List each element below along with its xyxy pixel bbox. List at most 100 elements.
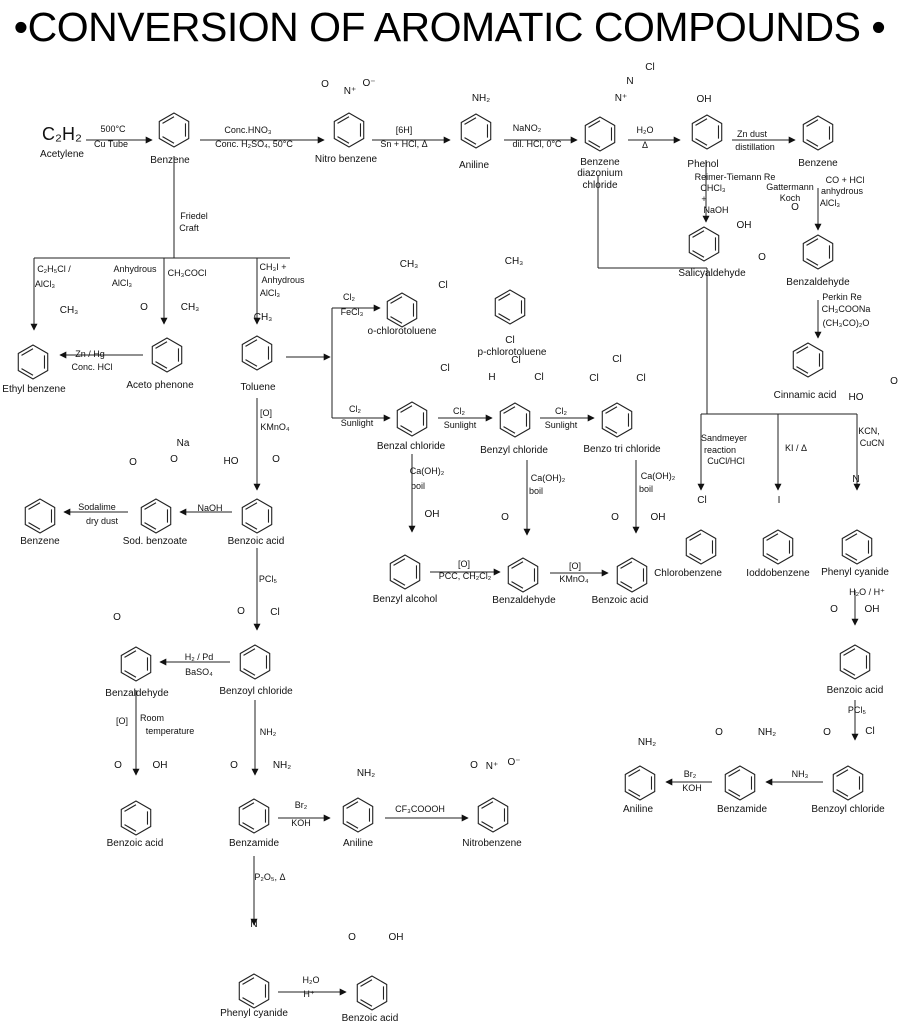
compound-label-sodbenz: Sod. benzoate <box>123 536 188 547</box>
reagent-label-r29: CH₃I + <box>260 262 287 272</box>
double-bond <box>124 804 137 812</box>
atom-label-a12: O <box>890 376 898 387</box>
double-bond <box>588 140 601 148</box>
atom-label-a23: Cl <box>511 355 520 366</box>
atom-label-a22: Cl <box>440 363 449 374</box>
reagent-label-r37: Sunlight <box>341 418 374 428</box>
reagent-label-r1: 500°C <box>100 124 126 134</box>
compound-label-nitrobenzene1: Nitro benzene <box>315 154 378 165</box>
reagent-label-r14: CHCl₃ <box>700 183 725 193</box>
reagent-label-r60: KI / Δ <box>785 443 807 453</box>
compound-label-benzaldehyde3: Benzaldehyde <box>105 688 169 699</box>
atom-label-a34: OH <box>425 509 440 520</box>
atom-label-a55: O <box>715 727 723 738</box>
double-bond <box>242 802 255 810</box>
reagent-label-r69: [O] <box>116 716 128 726</box>
atom-label-a61: OH <box>389 932 404 943</box>
reagent-label-r48: boil <box>411 481 425 491</box>
reagent-label-r73: Br₂ <box>295 800 308 810</box>
compound-label-salicyl: Salicyaldehyde <box>678 268 746 279</box>
double-bond <box>124 650 137 658</box>
compound-label-benzylcl: Benzyl chloride <box>480 445 548 456</box>
double-bond <box>155 361 168 369</box>
reagent-label-r39: Sunlight <box>444 420 477 430</box>
reagent-label-r16: NaOH <box>703 205 728 215</box>
atom-label-a40: N <box>852 474 859 485</box>
reagent-label-r77: PCl₅ <box>848 705 867 715</box>
double-bond <box>766 553 779 561</box>
reagent-label-r33: Conc. HCl <box>71 362 112 372</box>
double-bond <box>245 522 258 530</box>
compound-label-acetophenone: Aceto phenone <box>126 380 194 391</box>
atom-label-a59: N <box>250 919 257 930</box>
benzene-ring-25 <box>841 529 873 565</box>
compound-label-chlorobenz: Chlorobenzene <box>654 568 722 579</box>
atom-label-a3: O⁻ <box>362 78 375 89</box>
benzene-ring-29 <box>120 800 152 836</box>
compound-label-benzene3: Benzene <box>20 536 60 547</box>
double-bond <box>337 116 350 124</box>
atom-label-a31: O <box>129 457 137 468</box>
reagent-label-r35: FeCl₃ <box>341 307 364 317</box>
benzene-ring-37 <box>356 975 388 1011</box>
benzene-ring-23 <box>685 529 717 565</box>
compound-label-benzoic2: Benzoic acid <box>592 595 649 606</box>
atom-label-a57: O <box>823 727 831 738</box>
reagent-label-r21: AlCl₃ <box>820 198 841 208</box>
compound-label-benzene2: Benzene <box>798 158 838 169</box>
double-bond <box>588 120 601 128</box>
double-bond <box>806 238 819 246</box>
reagent-label-r49: Ca(OH)₂ <box>531 473 566 483</box>
double-bond <box>836 769 849 777</box>
atom-label-a53: O⁻ <box>507 757 520 768</box>
reagent-label-r57: Sandmeyer <box>701 433 747 443</box>
reagent-label-r7: NaNO₂ <box>513 123 542 133</box>
benzene-ring-4 <box>691 114 723 150</box>
double-bond <box>511 581 524 589</box>
benzene-ring-1 <box>333 112 365 148</box>
reagent-label-r81: P₂O₅, Δ <box>254 872 285 882</box>
compound-label-benzoic4: Benzoic acid <box>107 838 164 849</box>
atom-label-a1: O <box>321 79 329 90</box>
reagent-label-r70: Room <box>140 713 164 723</box>
benzene-ring-20 <box>389 554 421 590</box>
double-bond <box>498 313 511 321</box>
atom-label-a21: Cl <box>505 335 514 346</box>
benzene-ring-6 <box>688 226 720 262</box>
benzene-ring-31 <box>342 797 374 833</box>
double-bond <box>393 558 406 566</box>
double-bond <box>400 425 413 433</box>
double-bond <box>511 561 524 569</box>
reagent-label-r24: C₂H₅Cl / <box>37 264 71 274</box>
double-bond <box>124 824 137 832</box>
double-bond <box>806 119 819 127</box>
reagent-label-r58: reaction <box>704 445 736 455</box>
reagent-label-r5: [6H] <box>396 125 413 135</box>
double-bond <box>689 553 702 561</box>
benzene-ring-19 <box>24 498 56 534</box>
atom-label-a58: Cl <box>865 726 874 737</box>
reagent-label-r32: Zn / Hg <box>75 349 105 359</box>
atom-label-a13: HO <box>849 392 864 403</box>
double-bond <box>242 977 255 985</box>
reagent-label-r41: Sunlight <box>545 420 578 430</box>
compound-label-benzamide2: Benzamide <box>717 804 767 815</box>
benzene-ring-9 <box>17 344 49 380</box>
reagent-label-r38: Cl₂ <box>453 406 465 416</box>
atom-label-a50: NH₂ <box>357 768 375 779</box>
reagent-label-r82: H₂O <box>303 975 320 985</box>
atom-label-a27: Cl <box>589 373 598 384</box>
benzene-ring-22 <box>616 557 648 593</box>
reagent-label-r15: + <box>701 194 706 204</box>
compound-label-benzalcl: Benzal chloride <box>377 441 446 452</box>
atom-label-a11: O <box>791 202 799 213</box>
atom-label-a43: O <box>113 612 121 623</box>
reagent-label-r63: Perkin Re <box>822 292 862 302</box>
benzene-ring-28 <box>839 644 871 680</box>
atom-label-a26: Cl <box>612 354 621 365</box>
double-bond <box>695 138 708 146</box>
reagent-label-r19: CO + HCl <box>826 175 865 185</box>
double-bond <box>393 578 406 586</box>
compound-label-iodobenz: Ioddobenzene <box>746 568 810 579</box>
double-bond <box>806 258 819 266</box>
